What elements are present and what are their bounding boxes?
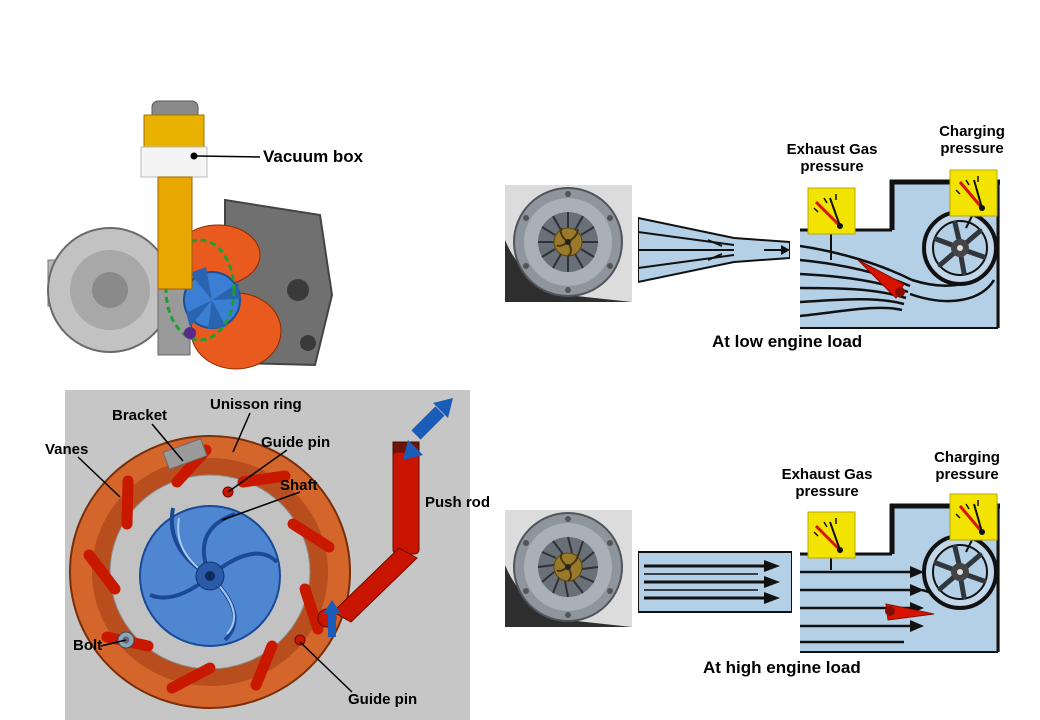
- label-guide-pin-bottom: Guide pin: [348, 691, 418, 708]
- label-exhaust-pressure-low: Exhaust Gas pressure: [786, 141, 878, 176]
- label-bracket: Bracket: [112, 407, 168, 424]
- compressor-center-dot: [957, 569, 963, 575]
- cartridge-vanes: [538, 212, 598, 272]
- charging-gauge: [949, 493, 998, 553]
- pin-detail: [184, 327, 196, 339]
- flow-arrowheads: [764, 560, 780, 604]
- vane-needle-pivot: [885, 606, 895, 616]
- turbine-nut: [565, 239, 571, 245]
- label-push-rod: Push rod: [425, 494, 491, 511]
- exhaust-gauge: [807, 511, 856, 570]
- label-vanes: Vanes: [45, 441, 89, 458]
- vane-mechanism-photo: [65, 390, 470, 720]
- housing-schematic-low: [800, 169, 1000, 329]
- label-vacuum-box: Vacuum box: [263, 147, 364, 166]
- seal-ring: [164, 238, 236, 342]
- compressor-spokes: [933, 220, 987, 276]
- flow-arrows: [644, 564, 766, 600]
- label-unisson-ring: Unisson ring: [210, 396, 302, 413]
- turbine-nut: [565, 564, 571, 570]
- label-bolt: Bolt: [73, 637, 103, 654]
- shaft-end: [205, 571, 215, 581]
- nozzle-closed-diagram: [638, 216, 790, 284]
- guide-pin-bottom-part: [294, 634, 306, 646]
- cartridge-vanes: [537, 536, 599, 598]
- flow-arrowhead-icon: [781, 245, 790, 255]
- label-charging-pressure-low: Charging pressure: [939, 123, 1005, 158]
- turbine-swirl: [556, 552, 579, 582]
- turbine-swirl: [556, 227, 579, 257]
- housing-bore: [287, 279, 309, 301]
- label-charging-pressure-high: Charging pressure: [934, 449, 1000, 484]
- caption-high-engine-load: At high engine load: [703, 658, 861, 677]
- actuator-bracket: [157, 176, 193, 290]
- compressor-hub: [92, 272, 128, 308]
- exhaust-gauge: [807, 187, 856, 260]
- nozzle-open-diagram: [638, 551, 792, 613]
- turbo-cutaway-illustration: [47, 100, 334, 370]
- caption-low-engine-load: At low engine load: [712, 332, 863, 351]
- double-arrow-icon: [403, 398, 453, 460]
- cartridge-bolts: [523, 516, 613, 618]
- vacuum-box-body: [143, 114, 205, 150]
- housing-schematic-high: [800, 493, 1000, 653]
- turbo-cartridge-photo-high: [505, 510, 632, 627]
- charging-gauge: [949, 169, 998, 229]
- small-arrow-icon: [323, 600, 341, 637]
- label-exhaust-pressure-high: Exhaust Gas pressure: [781, 466, 873, 501]
- flow-lines: [638, 231, 782, 269]
- turbo-cartridge-photo-low: [505, 185, 632, 302]
- bolt-head: [122, 636, 130, 644]
- push-rod-lever: [332, 547, 418, 623]
- turbine-blades: [186, 267, 240, 329]
- compressor-spokes: [933, 544, 987, 600]
- label-shaft: Shaft: [280, 477, 318, 494]
- vacuum-box-diaphragm: [140, 146, 208, 178]
- compressor-center-dot: [957, 245, 963, 251]
- cartridge-bolts: [523, 191, 613, 293]
- label-guide-pin-top: Guide pin: [261, 434, 331, 451]
- vane-needle-pivot: [895, 287, 905, 297]
- housing-bolt-hole: [300, 335, 316, 351]
- guide-pin-top-part: [222, 486, 234, 498]
- push-rod: [392, 451, 420, 555]
